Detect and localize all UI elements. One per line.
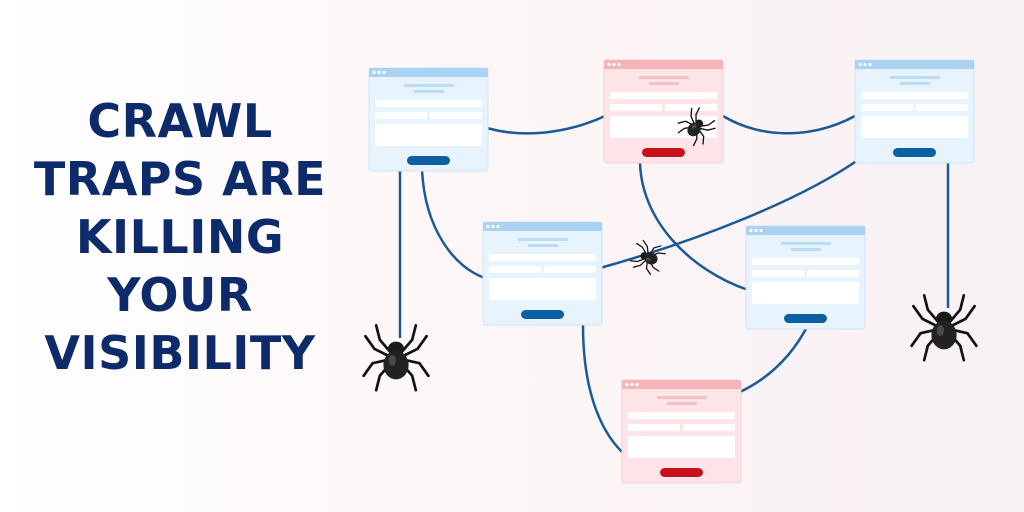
spider-icon [362, 324, 430, 392]
connector-line [599, 158, 859, 270]
page-button [784, 314, 827, 323]
headline: CRAWL TRAPS ARE KILLING YOUR VISIBILITY [30, 92, 330, 382]
page-top-center [603, 59, 724, 164]
spider-icon [910, 294, 978, 362]
page-bottom [621, 379, 742, 484]
page-middle-right [745, 225, 866, 330]
headline-line-1: CRAWL [87, 94, 273, 148]
page-top-right [854, 59, 975, 164]
page-button [407, 156, 450, 165]
headline-line-3: KILLING [75, 210, 285, 264]
connector-line [486, 114, 606, 135]
page-button [642, 148, 685, 157]
connector-line [420, 169, 486, 280]
page-top-left [368, 67, 489, 172]
headline-line-4: YOUR [107, 268, 253, 322]
headline-line-2: TRAPS ARE [33, 152, 327, 206]
page-button [660, 468, 703, 477]
page-middle-left [482, 221, 603, 326]
connectors [398, 114, 950, 453]
page-button [893, 148, 936, 157]
connector-line [581, 324, 623, 453]
connector-line [722, 114, 856, 135]
headline-line-5: VISIBILITY [44, 326, 316, 380]
connector-line [739, 324, 810, 394]
page-button [521, 310, 564, 319]
connector-line [638, 159, 749, 292]
